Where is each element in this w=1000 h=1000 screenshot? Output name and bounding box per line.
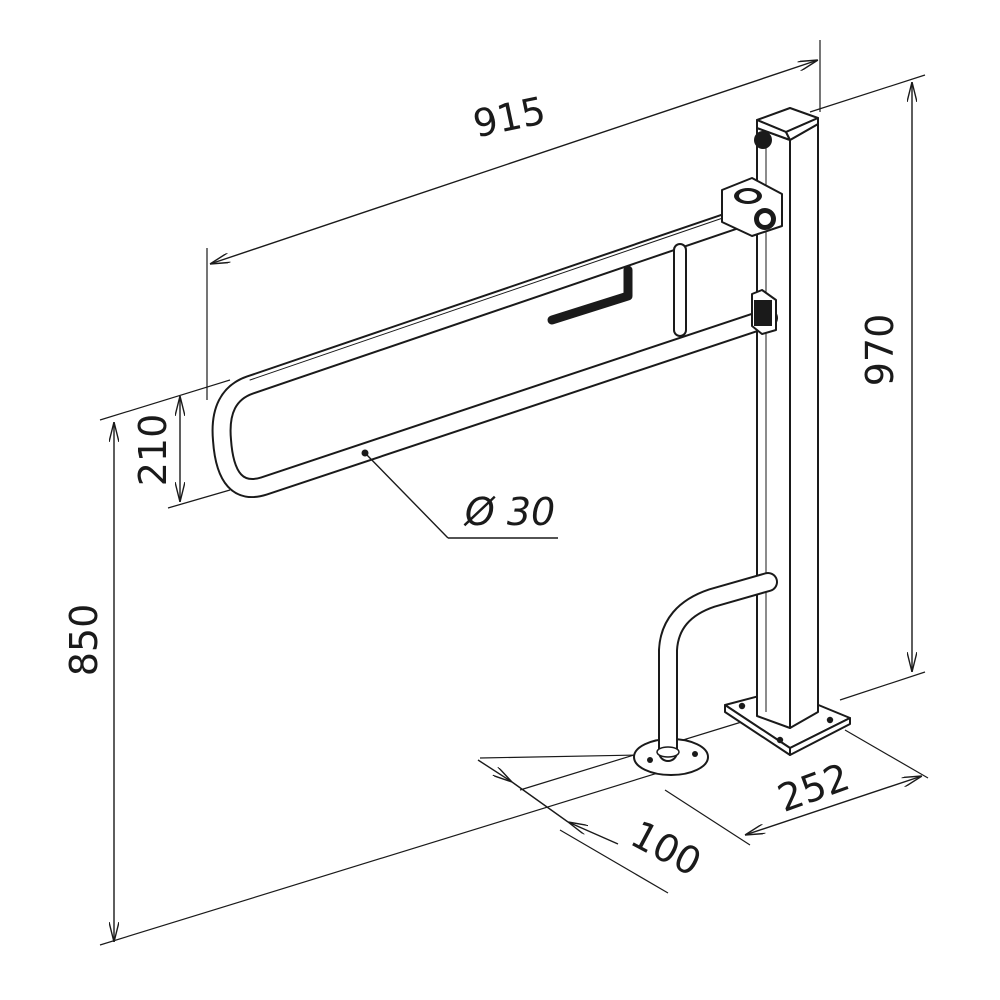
post-top-knob (754, 131, 772, 149)
dim-label-915: 915 (469, 88, 549, 146)
dim-label-210: 210 (131, 414, 175, 487)
dim-label-970: 970 (858, 314, 902, 387)
post-side-face (789, 123, 819, 729)
toilet-paper-holder (547, 265, 633, 325)
floor-support-bar (633, 572, 778, 776)
dim-line-915 (210, 60, 818, 264)
dimension-lines (114, 60, 922, 942)
dim-label-diameter: Ø 30 (463, 490, 555, 534)
hinge-brackets (721, 177, 783, 335)
dim-label-252: 252 (772, 755, 855, 821)
diameter-leader (364, 452, 558, 539)
dim-label-850: 850 (62, 604, 106, 677)
dim-line-100-left (477, 759, 512, 782)
folding-grab-bar (211, 203, 778, 498)
dim-line-100-right (568, 822, 619, 845)
dim-line-252 (745, 776, 922, 835)
vertical-post (724, 107, 851, 756)
